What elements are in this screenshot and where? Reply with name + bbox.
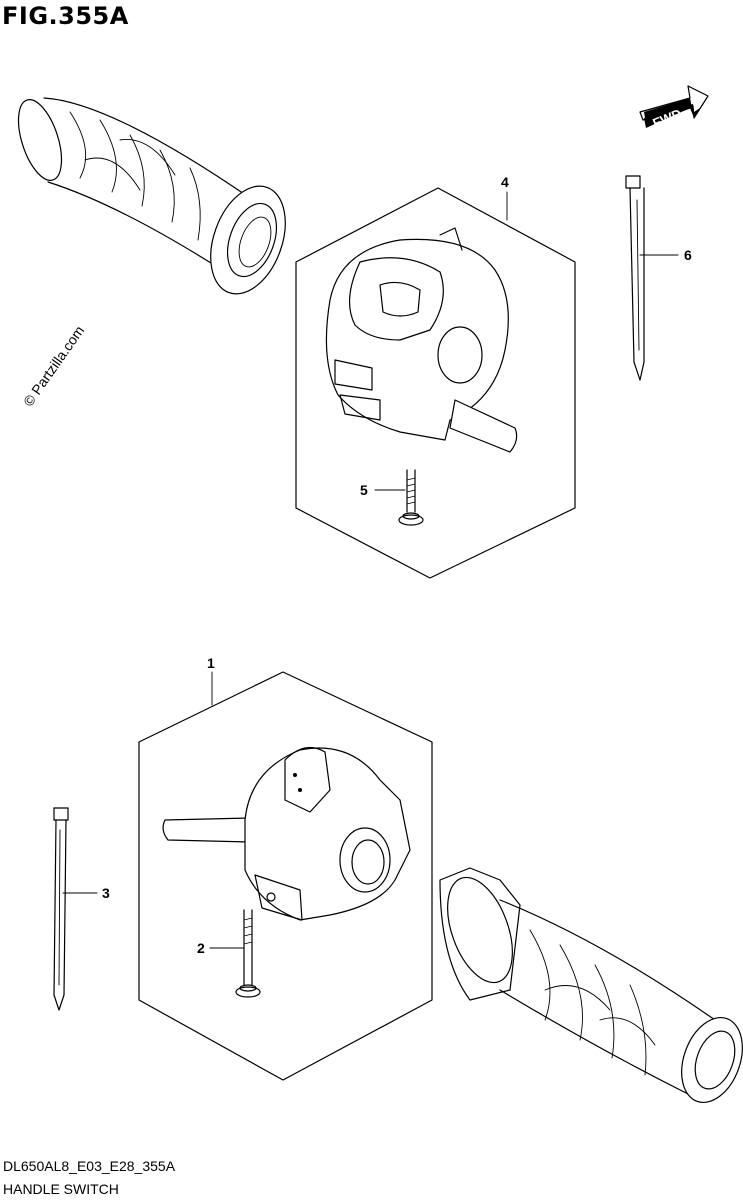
callout-3: 3 bbox=[102, 885, 110, 901]
callout-5: 5 bbox=[360, 482, 368, 498]
callout-4: 4 bbox=[501, 174, 509, 190]
diagram-code: DL650AL8_E03_E28_355A bbox=[3, 1158, 176, 1174]
callout-6: 6 bbox=[684, 247, 692, 263]
callout-2: 2 bbox=[197, 940, 205, 956]
screw-5-drawing bbox=[398, 469, 424, 526]
callout-1: 1 bbox=[207, 655, 215, 671]
right-grip-drawing bbox=[439, 867, 743, 1104]
left-switch-housing-drawing bbox=[325, 227, 518, 453]
cable-tie-6-drawing bbox=[625, 175, 645, 381]
assembly-1-outline bbox=[138, 671, 433, 1081]
diagram-name: HANDLE SWITCH bbox=[3, 1181, 119, 1197]
leader-lines bbox=[62, 191, 679, 949]
figure-title: FIG.355A bbox=[2, 2, 129, 30]
left-grip-drawing bbox=[17, 97, 286, 295]
fwd-arrow-icon: FWD bbox=[639, 85, 709, 131]
cable-tie-3-drawing bbox=[53, 807, 69, 1011]
assembly-4-outline bbox=[295, 187, 576, 579]
screw-2-drawing bbox=[235, 909, 261, 998]
right-switch-housing-drawing bbox=[162, 746, 411, 921]
